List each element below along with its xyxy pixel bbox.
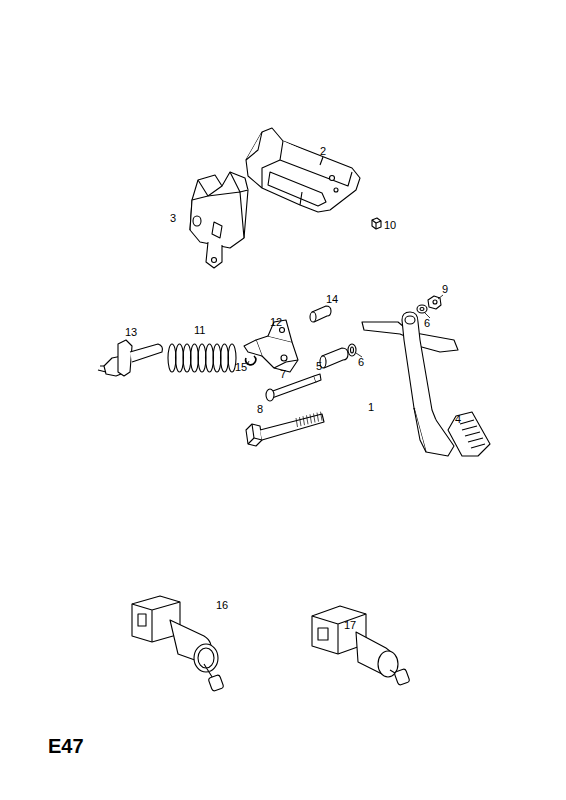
callout-number: 10 <box>384 220 396 231</box>
hex-bolt <box>246 412 324 446</box>
callout-number: 11 <box>194 325 205 336</box>
brake-switch <box>312 606 410 686</box>
callout-number: 3 <box>170 213 176 224</box>
thread-stroke <box>317 413 319 422</box>
pedal-bracket <box>246 128 360 212</box>
bolt <box>266 374 321 401</box>
push-rod <box>98 340 163 376</box>
clutch-switch <box>132 596 224 692</box>
pedal-pad <box>448 412 490 456</box>
spring <box>168 344 236 372</box>
callout-number: 13 <box>125 327 137 338</box>
thread-stroke <box>307 415 309 424</box>
thread-stroke <box>310 414 312 423</box>
callout-number: 6 <box>424 318 430 329</box>
spring-coil <box>198 344 206 372</box>
callout-number: 17 <box>344 620 356 631</box>
callout-number: 1 <box>368 402 374 413</box>
thread-stroke <box>321 412 323 421</box>
bracket-block <box>190 172 248 268</box>
spring-coil <box>228 344 236 372</box>
callout-number: 12 <box>270 317 282 328</box>
spring-coil <box>206 344 214 372</box>
bushing <box>320 348 348 368</box>
thread-stroke <box>314 414 316 423</box>
callout-number: 4 <box>455 414 461 425</box>
callout-number: 8 <box>257 404 263 415</box>
callout-number: 9 <box>442 284 448 295</box>
thread-stroke <box>303 416 305 425</box>
thread-stroke <box>296 418 298 427</box>
leader-lines <box>247 295 443 365</box>
callout-number: 2 <box>320 146 326 157</box>
washer <box>348 344 356 356</box>
spring-coil <box>191 344 199 372</box>
callout-number: 5 <box>316 361 322 372</box>
nut <box>372 218 381 229</box>
thread-stroke <box>300 417 302 426</box>
spring-coil <box>183 344 191 372</box>
pedal-arm <box>362 312 458 456</box>
callout-number: 7 <box>280 369 286 380</box>
spring-coil <box>221 344 229 372</box>
pin <box>310 306 331 322</box>
callout-number: 14 <box>326 294 338 305</box>
callout-number: 15 <box>235 362 247 373</box>
washer <box>417 305 427 313</box>
spring-coil <box>176 344 184 372</box>
spring-coil <box>168 344 176 372</box>
spring-coil <box>213 344 221 372</box>
callout-number: 6 <box>358 357 364 368</box>
callout-number: 16 <box>216 600 228 611</box>
page-code: E47 <box>48 736 84 756</box>
